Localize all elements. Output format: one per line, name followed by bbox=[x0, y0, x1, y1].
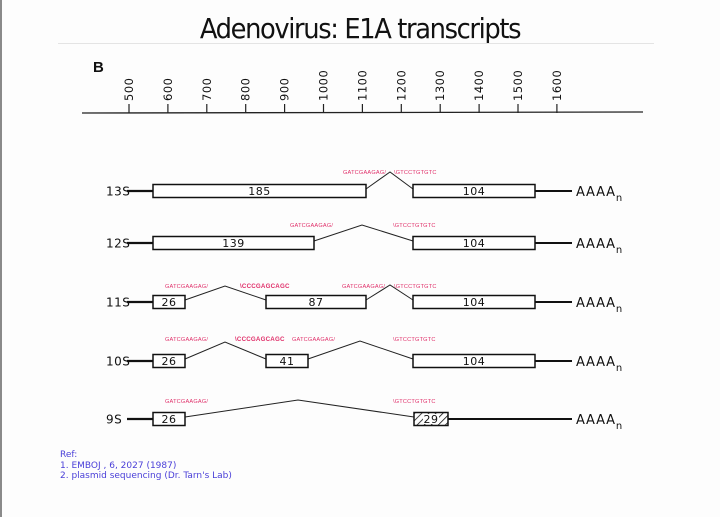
reference-item-1: 1. EMBOJ , 6, 2027 (1987) bbox=[60, 460, 177, 471]
exon-length-label: 26 bbox=[162, 296, 177, 309]
polya-tail-label: AAAAn bbox=[576, 413, 623, 432]
axis-tick-label: 1100 bbox=[355, 70, 369, 101]
exon-box: 139 bbox=[152, 235, 315, 251]
intron-splice-line bbox=[184, 399, 415, 418]
reference-item-2: 2. plasmid sequencing (Dr. Tarn's Lab) bbox=[60, 471, 232, 481]
polya-tail-label: AAAAn bbox=[576, 237, 623, 256]
transcript-name: 11S bbox=[106, 296, 130, 310]
splice-site-sequence: GATCGAAGAG/ bbox=[292, 337, 335, 343]
axis-tick-label: 1000 bbox=[317, 70, 331, 101]
title-divider bbox=[58, 43, 654, 44]
exon-box: 29 bbox=[413, 411, 449, 427]
exon-length-label: 104 bbox=[463, 296, 486, 309]
panel-label: B bbox=[93, 59, 104, 76]
splice-site-sequence: \GTCCTGTGTC bbox=[394, 170, 437, 176]
exon-length-label: 41 bbox=[280, 355, 295, 368]
transcript-11s: 11S 26 87 104 AAAAn GATCGAAGAG/ \CCCGAGCAGC GAT… bbox=[106, 283, 623, 315]
transcript-13s: 13S 185 104 AAAAn GATCGAAGAG/ \GTCCTGTGTC bbox=[106, 170, 623, 204]
exon-box: 185 bbox=[152, 183, 367, 199]
transcript-name: 12S bbox=[106, 237, 130, 251]
axis-tick-label: 900 bbox=[278, 78, 292, 101]
axis-tick: 1300 bbox=[433, 70, 447, 113]
axis-tick: 800 bbox=[239, 78, 253, 113]
transcript-name: 13S bbox=[106, 185, 130, 199]
exon-length-label: 29 bbox=[424, 413, 439, 426]
axis-tick-label: 800 bbox=[239, 78, 253, 101]
axis-tick-label: 500 bbox=[122, 78, 136, 101]
axis-tick: 1500 bbox=[511, 70, 525, 113]
splice-site-sequence: \GTCCTGTGTC bbox=[393, 337, 436, 343]
splice-site-sequence: \CCCGAGCAGC bbox=[235, 336, 285, 343]
polya-tail-label: AAAAn bbox=[576, 355, 623, 374]
axis-tick-label: 1500 bbox=[511, 70, 525, 101]
exon-length-label: 185 bbox=[248, 185, 271, 198]
transcript-12s: 12S 139 104 AAAAn GATCGAAGAG/ \GTCCTGTGTC bbox=[106, 223, 623, 256]
exon-length-label: 139 bbox=[222, 237, 245, 250]
axis-tick-label: 1600 bbox=[550, 70, 564, 101]
page-left-border bbox=[0, 0, 2, 517]
exon-length-label: 104 bbox=[463, 355, 486, 368]
splice-site-sequence: \GTCCTGTGTC bbox=[394, 284, 437, 290]
axis-tick: 1600 bbox=[550, 70, 564, 113]
axis-tick-label: 700 bbox=[200, 78, 214, 101]
intron-splice-line bbox=[184, 341, 267, 360]
axis-tick: 900 bbox=[278, 78, 292, 113]
transcript-9s: 9S 26 29 AAAAn GATCGAAGAG/ \GTCCTGTGTC bbox=[106, 399, 623, 432]
exon-box: 104 bbox=[412, 294, 536, 310]
splice-site-sequence: \CCCGAGCAGC bbox=[240, 283, 290, 290]
axis-tick-label: 1400 bbox=[472, 70, 486, 101]
splice-site-sequence: GATCGAAGAG/ bbox=[165, 399, 208, 405]
exon-box: 26 bbox=[152, 411, 186, 427]
exon-box: 104 bbox=[412, 235, 536, 251]
exon-length-label: 26 bbox=[162, 355, 177, 368]
polya-tail-label: AAAAn bbox=[576, 296, 623, 315]
axis-tick-label: 1200 bbox=[394, 70, 408, 101]
exon-length-label: 104 bbox=[463, 237, 486, 250]
intron-splice-line bbox=[313, 224, 414, 242]
splice-site-sequence: GATCGAAGAG/ bbox=[165, 337, 208, 343]
nucleotide-axis: 500 600 700 800 900 1000 1100 1200 1300 1400 1500 1… bbox=[81, 70, 644, 114]
page-title: Adenovirus: E1A transcripts bbox=[199, 12, 522, 45]
splice-site-sequence: GATCGAAGAG/ bbox=[290, 223, 333, 229]
transcript-name: 9S bbox=[106, 413, 122, 427]
axis-tick: 1000 bbox=[317, 70, 331, 113]
transcript-10s: 10S 26 41 104 AAAAn GATCGAAGAG/ \CCCGAGCAGC GAT… bbox=[106, 336, 623, 374]
exon-length-label: 104 bbox=[463, 185, 486, 198]
axis-tick: 500 bbox=[122, 78, 136, 113]
splice-site-sequence: GATCGAAGAG/ bbox=[343, 170, 386, 176]
splice-site-sequence: \GTCCTGTGTC bbox=[393, 399, 436, 405]
intron-splice-line bbox=[365, 171, 414, 190]
exon-box: 41 bbox=[265, 353, 309, 369]
splice-site-sequence: GATCGAAGAG/ bbox=[342, 284, 385, 290]
exon-box: 87 bbox=[265, 294, 367, 310]
axis-tick-label: 600 bbox=[161, 78, 175, 101]
polya-tail-label: AAAAn bbox=[576, 185, 623, 204]
intron-splice-line bbox=[365, 284, 414, 301]
references-heading: Ref: bbox=[60, 450, 78, 460]
axis-tick: 700 bbox=[200, 78, 214, 113]
axis-tick: 600 bbox=[161, 78, 175, 113]
exon-box: 104 bbox=[412, 183, 536, 199]
exon-box: 26 bbox=[152, 294, 186, 310]
exon-length-label: 26 bbox=[162, 413, 177, 426]
exon-box: 26 bbox=[152, 353, 186, 369]
axis-tick: 1100 bbox=[355, 70, 369, 113]
axis-tick: 1400 bbox=[472, 70, 486, 113]
splice-site-sequence: \GTCCTGTGTC bbox=[393, 223, 436, 229]
exon-length-label: 87 bbox=[309, 296, 324, 309]
references: Ref: 1. EMBOJ , 6, 2027 (1987) 2. plasmi… bbox=[60, 450, 232, 482]
transcript-name: 10S bbox=[106, 355, 130, 369]
axis-tick: 1200 bbox=[394, 70, 408, 113]
intron-splice-line bbox=[307, 340, 414, 360]
axis-tick-label: 1300 bbox=[433, 70, 447, 101]
exon-box: 104 bbox=[412, 353, 536, 369]
intron-splice-line bbox=[184, 285, 267, 301]
splice-site-sequence: GATCGAAGAG/ bbox=[165, 284, 208, 290]
